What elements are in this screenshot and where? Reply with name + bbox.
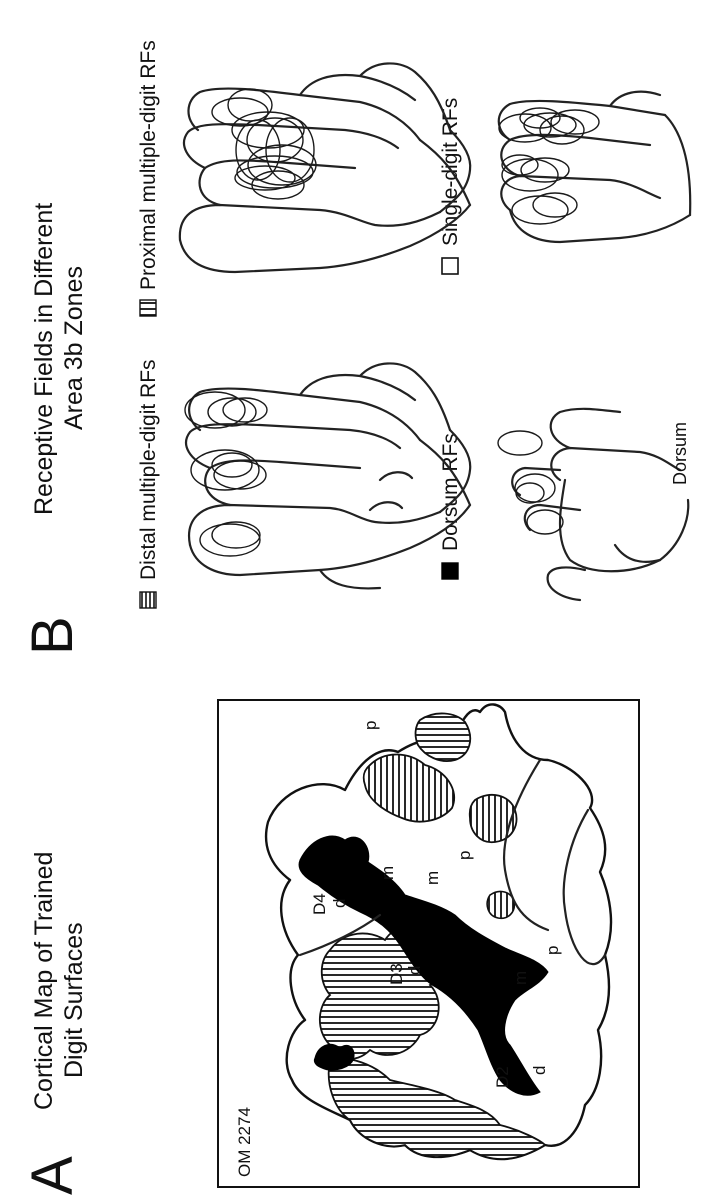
map-label-d4-p: p bbox=[361, 721, 380, 730]
map-label-d4-d: d bbox=[330, 899, 349, 908]
horizontal-hatch-swatch-icon bbox=[140, 300, 156, 316]
map-label-d3-p: p bbox=[455, 851, 474, 860]
map-label-d4-m: m bbox=[378, 866, 397, 880]
map-label-d3-d: d bbox=[405, 966, 424, 975]
hand-dorsum bbox=[498, 409, 688, 600]
map-label-d3-m: m bbox=[423, 871, 442, 885]
legend-dorsum: Dorsum RFs bbox=[439, 433, 462, 551]
map-label-d2: D2 bbox=[493, 1066, 512, 1088]
panel-b-title-line1: Receptive Fields in Different bbox=[30, 203, 58, 515]
panel-b-title-line2: Area 3b Zones bbox=[60, 266, 88, 430]
map-label-d3: D3 bbox=[387, 963, 406, 985]
panel-a-title-line1: Cortical Map of Trained bbox=[30, 852, 58, 1110]
panel-a-letter: A bbox=[20, 1156, 85, 1195]
solid-black-swatch-icon bbox=[442, 563, 458, 579]
dorsum-hand-label: Dorsum bbox=[670, 422, 690, 485]
hand-single bbox=[499, 92, 690, 242]
vertical-hatch-zone-small bbox=[487, 891, 514, 918]
vertical-hatch-zone-mid bbox=[470, 795, 517, 842]
empty-square-swatch-icon bbox=[442, 258, 458, 274]
map-label-d2-p: p bbox=[543, 946, 562, 955]
vertical-hatch-swatch-icon bbox=[140, 592, 156, 608]
map-id-label: OM 2274 bbox=[235, 1107, 254, 1177]
hand-proximal bbox=[180, 63, 470, 272]
map-label-d2-m: m bbox=[511, 971, 530, 985]
panel-b-letter: B bbox=[20, 616, 85, 655]
panel-a-title-line2: Digit Surfaces bbox=[60, 922, 88, 1078]
hand-distal bbox=[185, 363, 470, 588]
map-label-d2-d: d bbox=[530, 1066, 549, 1075]
map-label-d4: D4 bbox=[310, 893, 329, 915]
legend-proximal: Proximal multiple-digit RFs bbox=[137, 40, 160, 290]
legend-distal: Distal multiple-digit RFs bbox=[137, 359, 160, 580]
black-zone-small bbox=[314, 1044, 354, 1070]
